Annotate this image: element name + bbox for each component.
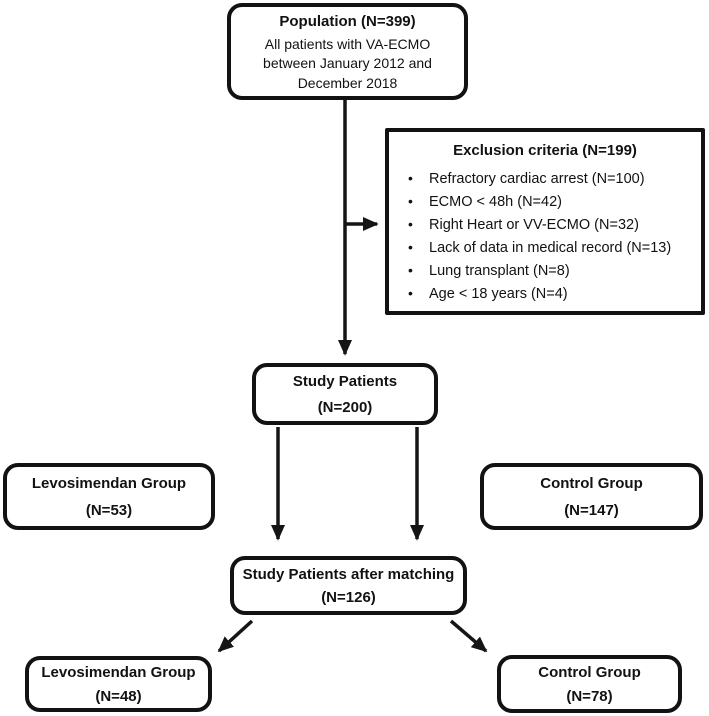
exclusion-item-text: Age < 18 years (N=4) (429, 286, 568, 303)
matching-title: Study Patients after matching (242, 566, 455, 584)
exclusion-item: • Age < 18 years (N=4) (395, 282, 695, 305)
exclusion-item-text: Refractory cardiac arrest (N=100) (429, 171, 645, 188)
arrow-matching-to-levosimendan (217, 619, 254, 653)
levosimendan-group-post-box: Levosimendan Group (N=48) (25, 656, 212, 712)
bullet-icon: • (408, 262, 413, 279)
control-group-post-count: (N=78) (566, 687, 613, 705)
study-patients-after-matching-box: Study Patients after matching (N=126) (230, 556, 467, 615)
study-patients-box: Study Patients (N=200) (252, 363, 438, 425)
bullet-icon: • (408, 170, 413, 187)
bullet-icon: • (408, 193, 413, 210)
exclusion-list: • Refractory cardiac arrest (N=100) • EC… (395, 167, 695, 305)
levosimendan-group-count: (N=53) (85, 501, 133, 519)
population-title: Population (N=399) (279, 12, 416, 30)
bullet-icon: • (408, 239, 413, 256)
exclusion-item-text: Right Heart or VV-ECMO (N=32) (429, 217, 639, 234)
exclusion-item: • Lack of data in medical record (N=13) (395, 236, 695, 259)
arrow-matching-to-control (449, 619, 488, 653)
exclusion-item: • Lung transplant (N=8) (395, 259, 695, 282)
levosimendan-group-post-count: (N=48) (95, 687, 142, 705)
levosimendan-group-title: Levosimendan Group (31, 475, 187, 493)
control-group-count: (N=147) (564, 501, 619, 519)
exclusion-item: • Right Heart or VV-ECMO (N=32) (395, 213, 695, 236)
control-group-post-title: Control Group (538, 664, 641, 682)
exclusion-item-text: Lack of data in medical record (N=13) (429, 240, 672, 257)
study-patients-count: (N=200) (317, 399, 373, 417)
population-body: All patients with VA-ECMO between Januar… (263, 36, 432, 91)
control-group-post-box: Control Group (N=78) (497, 655, 682, 713)
bullet-icon: • (408, 285, 413, 302)
levosimendan-group-box: Levosimendan Group (N=53) (3, 463, 215, 530)
exclusion-item: • ECMO < 48h (N=42) (395, 190, 695, 213)
matching-count: (N=126) (321, 588, 376, 606)
exclusion-item-text: Lung transplant (N=8) (429, 263, 570, 280)
study-patients-title: Study Patients (292, 372, 398, 390)
exclusion-criteria-box: Exclusion criteria (N=199) • Refractory … (385, 128, 705, 315)
exclusion-item: • Refractory cardiac arrest (N=100) (395, 167, 695, 190)
control-group-box: Control Group (N=147) (480, 463, 703, 530)
exclusion-title: Exclusion criteria (N=199) (453, 142, 637, 159)
population-box: Population (N=399) All patients with VA-… (227, 3, 468, 100)
bullet-icon: • (408, 216, 413, 233)
levosimendan-group-post-title: Levosimendan Group (41, 664, 196, 682)
control-group-title: Control Group (540, 475, 643, 493)
exclusion-item-text: ECMO < 48h (N=42) (429, 194, 562, 211)
